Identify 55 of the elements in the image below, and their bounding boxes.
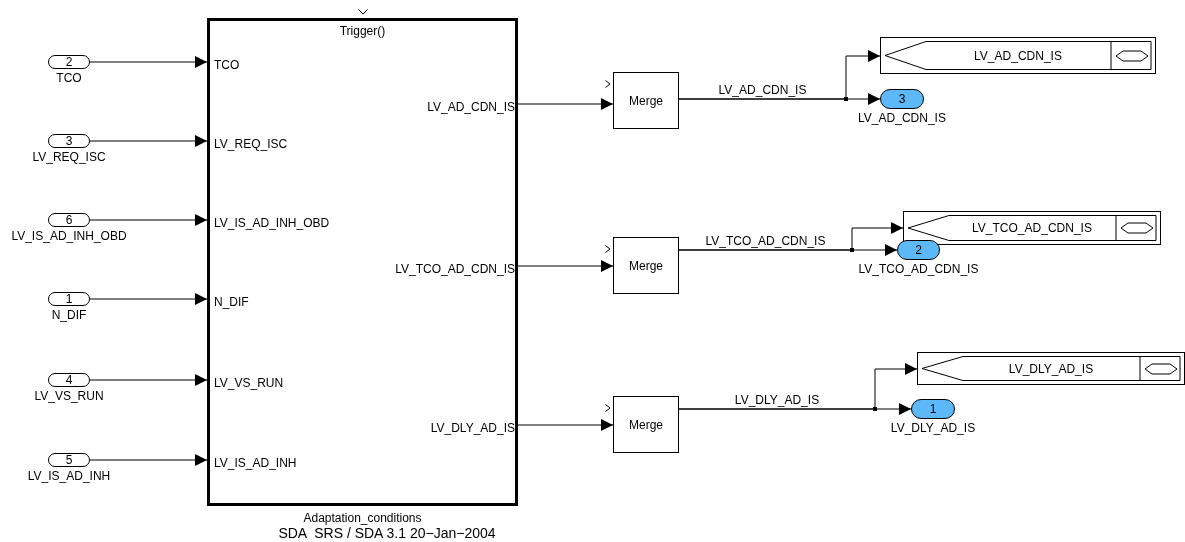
port-label: TCO: [214, 58, 240, 72]
signal-arrow: [89, 454, 208, 466]
port-label: LV_IS_AD_INH: [214, 456, 297, 470]
goto-tag-label: LV_TCO_AD_CDN_IS: [971, 221, 1093, 235]
block-name: LV_DLY_AD_IS: [890, 421, 976, 435]
block-name: LV_AD_CDN_IS: [858, 111, 946, 125]
merge-block: Merge: [613, 72, 679, 129]
signal-arrow: [89, 374, 208, 386]
signal-label: LV_DLY_AD_IS: [734, 393, 820, 407]
subsystem-block: [207, 18, 518, 506]
block-name: TCO: [56, 71, 82, 85]
inport-block: 4: [48, 373, 90, 387]
block-name: LV_VS_RUN: [34, 389, 104, 403]
port-label: LV_IS_AD_INH_OBD: [214, 216, 330, 230]
signal-label: LV_TCO_AD_CDN_IS: [705, 234, 826, 248]
block-name: LV_IS_AD_INH_OBD: [11, 229, 127, 243]
block-name: N_DIF: [51, 308, 87, 322]
port-label: LV_TCO_AD_CDN_IS: [395, 262, 515, 276]
port-label: LV_REQ_ISC: [214, 137, 288, 151]
goto-block: [880, 37, 1156, 74]
inport-block: 1: [48, 292, 90, 306]
signal-label: LV_AD_CDN_IS: [718, 83, 807, 97]
inport-block: 5: [48, 453, 90, 467]
outport-block: 1: [911, 399, 955, 419]
signal-arrow: [89, 293, 208, 305]
inport-block: 3: [48, 134, 90, 148]
signal-arrow: [678, 244, 898, 256]
block-name: Adaptation_conditions: [303, 511, 422, 525]
port-label: LV_VS_RUN: [214, 376, 284, 390]
block-name: LV_REQ_ISC: [32, 150, 106, 164]
merge-block: Merge: [613, 237, 679, 294]
port-label: LV_DLY_AD_IS: [430, 421, 515, 435]
signal-arrow: [517, 260, 614, 272]
outport-block: 3: [880, 89, 924, 109]
block-name: LV_IS_AD_INH: [27, 469, 111, 483]
port-label: LV_AD_CDN_IS: [427, 100, 515, 114]
signal-arrow: [89, 56, 208, 68]
signal-arrow: [89, 214, 208, 226]
goto-block: [917, 352, 1185, 385]
trigger-label: Trigger(): [338, 24, 387, 38]
inport-block: 6: [48, 213, 90, 227]
goto-tag-label: LV_AD_CDN_IS: [973, 48, 1063, 63]
signal-arrow: [517, 419, 614, 431]
goto-tag-label: LV_DLY_AD_IS: [1007, 361, 1095, 376]
inport-block: 2: [48, 55, 90, 69]
footer-note: SDA SRS / SDA 3.1 20−Jan−2004: [278, 526, 496, 540]
signal-arrow: [678, 403, 912, 415]
block-name: LV_TCO_AD_CDN_IS: [858, 262, 979, 276]
goto-block: [903, 211, 1161, 245]
port-label: N_DIF: [214, 295, 249, 309]
outport-block: 2: [897, 240, 940, 260]
signal-arrow: [89, 135, 208, 147]
signal-arrow: [517, 98, 614, 110]
merge-block: Merge: [613, 396, 679, 453]
signal-arrow: [678, 93, 881, 105]
